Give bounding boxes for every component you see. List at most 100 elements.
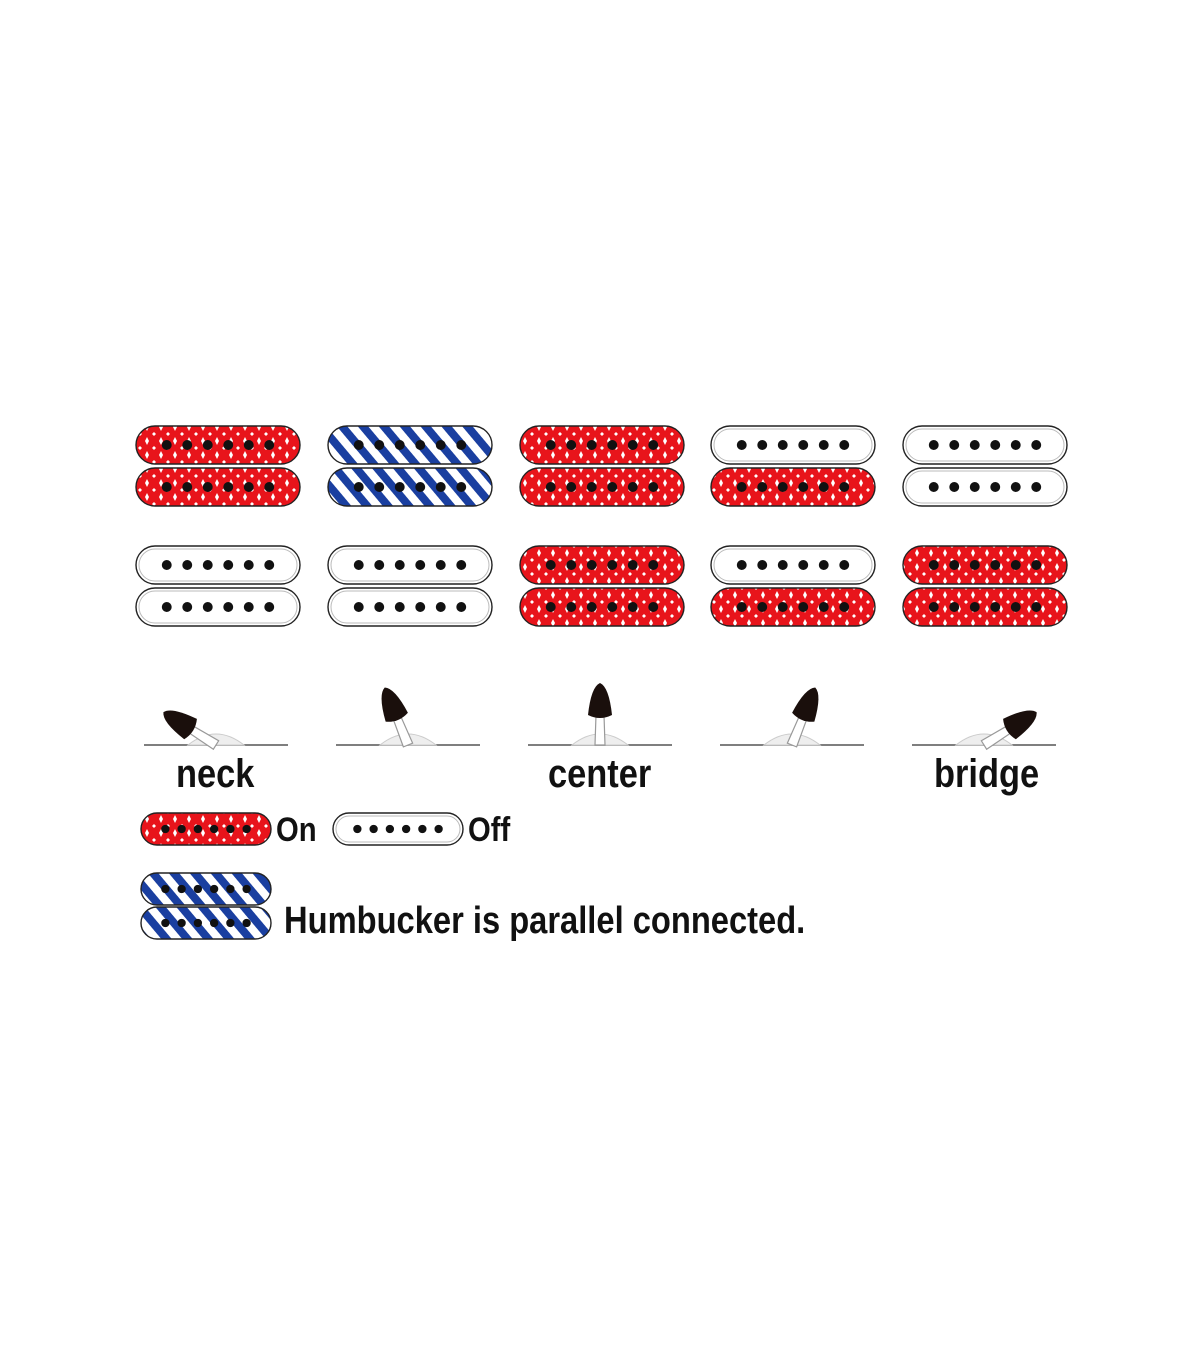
pole-piece — [161, 482, 172, 492]
pole-piece — [736, 440, 747, 450]
pole-piece — [586, 560, 597, 570]
pole-piece — [177, 824, 186, 834]
pole-piece — [969, 440, 980, 450]
pole-piece — [607, 482, 618, 492]
pole-piece — [394, 440, 405, 450]
coil-body — [519, 587, 685, 627]
pole-piece — [243, 602, 254, 612]
pole-piece — [161, 440, 172, 450]
pole-piece — [456, 602, 467, 612]
pole-piece — [353, 482, 364, 492]
switch-lever-pos-3 — [528, 683, 672, 746]
pole-piece — [1010, 602, 1021, 612]
pole-piece — [586, 482, 597, 492]
pole-piece — [435, 560, 446, 570]
coil-body — [710, 425, 876, 465]
pole-piece — [839, 440, 850, 450]
neck-humbucker-pos-1 — [135, 425, 301, 507]
pole-piece — [839, 482, 850, 492]
coil-body — [140, 812, 272, 846]
coil-bottom — [710, 587, 876, 627]
pole-piece — [607, 440, 618, 450]
coil-body — [902, 425, 1068, 465]
lever-tip — [792, 687, 819, 722]
pole-piece — [418, 824, 427, 834]
pole-piece — [969, 560, 980, 570]
pole-piece — [209, 918, 219, 928]
pole-piece — [243, 482, 254, 492]
pole-piece — [566, 482, 577, 492]
pole-piece — [627, 560, 638, 570]
pole-piece — [223, 482, 234, 492]
pole-piece — [566, 602, 577, 612]
pole-piece — [435, 602, 446, 612]
coil-top — [135, 425, 301, 465]
legend-parallel-label: Humbucker is parallel connected. — [284, 900, 806, 942]
pole-piece — [374, 440, 385, 450]
coil-bottom — [135, 587, 301, 627]
pole-piece — [949, 440, 960, 450]
pole-piece — [818, 560, 829, 570]
lever-tip — [1003, 710, 1037, 740]
neck-humbucker-pos-3 — [519, 425, 685, 507]
pole-piece — [798, 602, 809, 612]
pole-piece — [949, 602, 960, 612]
pole-piece — [264, 602, 275, 612]
coil-body — [327, 467, 493, 507]
coil-bottom — [519, 587, 685, 627]
pole-piece — [161, 918, 170, 928]
pole-piece — [648, 440, 659, 450]
pole-piece — [394, 602, 405, 612]
coil-inner-outline — [713, 428, 873, 462]
lever-arm — [786, 687, 819, 748]
pole-piece — [798, 560, 809, 570]
legend-off-swatch — [332, 812, 464, 846]
pole-piece — [949, 482, 960, 492]
pole-piece — [757, 602, 768, 612]
coil-body — [902, 587, 1068, 627]
pole-piece — [1031, 602, 1042, 612]
legend-off-label: Off — [468, 811, 511, 849]
pole-piece — [777, 560, 788, 570]
pole-piece — [242, 884, 251, 894]
pole-piece — [161, 824, 170, 834]
coil-body — [710, 545, 876, 585]
coil-body — [332, 812, 464, 846]
pole-piece — [353, 602, 364, 612]
coil-bottom — [327, 587, 493, 627]
pole-piece — [777, 440, 788, 450]
pole-piece — [1010, 440, 1021, 450]
pole-piece — [226, 918, 235, 928]
pole-piece — [818, 602, 829, 612]
coil-top — [135, 545, 301, 585]
pole-piece — [949, 560, 960, 570]
switch-lever-pos-4 — [720, 687, 864, 748]
legend-parallel-swatch-top — [140, 872, 272, 906]
pole-piece — [264, 440, 275, 450]
coil-inner-outline — [905, 428, 1065, 462]
pole-piece — [243, 560, 254, 570]
switch-lever-pos-2 — [336, 687, 480, 748]
pole-piece — [545, 440, 556, 450]
pole-piece — [226, 824, 235, 834]
pole-piece — [193, 884, 203, 894]
bridge-humbucker-pos-3 — [519, 545, 685, 627]
bridge-humbucker-pos-1 — [135, 545, 301, 627]
pole-piece — [242, 824, 251, 834]
pole-piece — [818, 482, 829, 492]
position-label-neck: neck — [176, 752, 255, 796]
pole-piece — [566, 560, 577, 570]
switch-lever-pos-1 — [144, 710, 288, 751]
pole-piece — [736, 602, 747, 612]
lever-tip — [381, 687, 408, 722]
pole-piece — [627, 440, 638, 450]
pole-piece — [586, 602, 597, 612]
pole-piece — [566, 440, 577, 450]
pole-piece — [182, 602, 193, 612]
pole-piece — [374, 602, 385, 612]
pole-piece — [928, 482, 939, 492]
pole-piece — [456, 440, 467, 450]
pole-piece — [182, 440, 193, 450]
pole-piece — [161, 560, 172, 570]
coil-top — [519, 545, 685, 585]
